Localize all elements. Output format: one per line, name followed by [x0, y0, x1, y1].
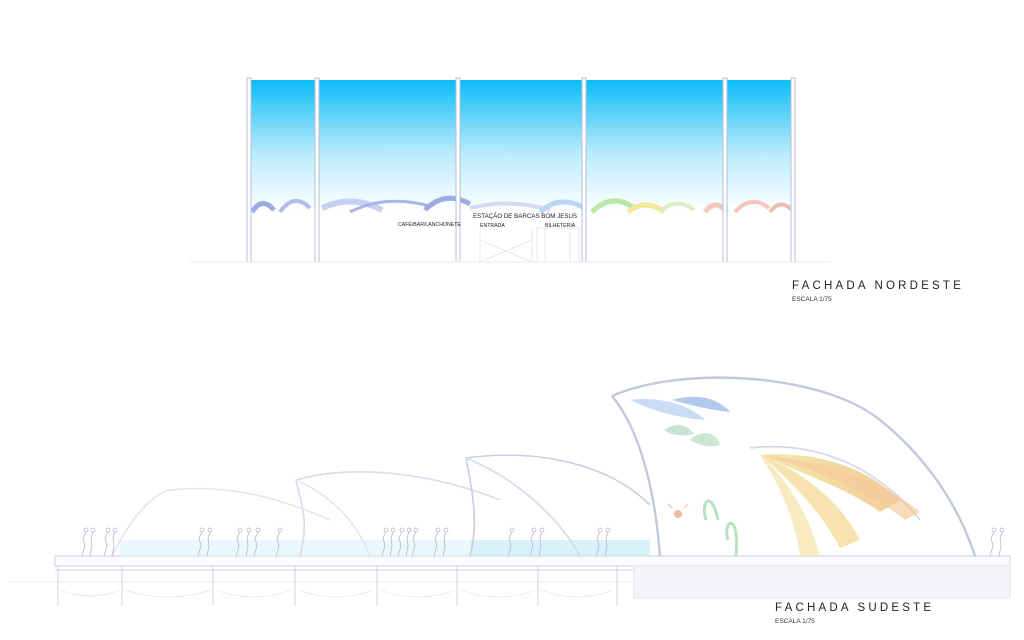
- pedestrian-group-5: [989, 527, 1005, 557]
- entrance-doors: [479, 227, 580, 263]
- ticket-office-label: BILHETERIA: [545, 223, 576, 229]
- glass-band: [120, 540, 650, 556]
- pier-pillars: [57, 566, 618, 606]
- pedestrians: [81, 527, 1005, 557]
- northeast-facade: [190, 77, 830, 263]
- pedestrian-group-4: [507, 527, 611, 557]
- northeast-facade-scale: ESCALA 1/75: [792, 296, 832, 303]
- pedestrian-group-2: [197, 527, 283, 557]
- shell-4-inner: [611, 395, 662, 557]
- southeast-facade-scale: ESCALA 1/75: [775, 618, 815, 625]
- pier-platform: [10, 555, 1011, 606]
- fan-leaf: [760, 454, 920, 556]
- mosaic-band: [249, 195, 794, 215]
- cafe-label: CAFÉ/BAR/LANCHONETE: [398, 222, 461, 228]
- shell-3-edge: [465, 457, 581, 557]
- station-name-sign: ESTAÇÃO DE BARCAS BOM JESUS: [473, 213, 578, 220]
- southeast-facade: [10, 376, 1011, 606]
- shell-2: [295, 471, 501, 557]
- shell-4: [611, 376, 977, 557]
- pedestrian-group-1: [81, 527, 118, 557]
- entrance-label: ENTRADA: [480, 223, 505, 229]
- glass-band-right: [470, 540, 650, 556]
- northeast-facade-title: FACHADA NORDESTE: [792, 280, 964, 292]
- glass-sky-panel: [250, 80, 794, 212]
- shell-1: [111, 487, 331, 557]
- shell-3: [465, 454, 651, 557]
- shell-2-edge: [295, 479, 371, 557]
- shell-mural: [630, 396, 739, 557]
- pedestrian-group-3: [381, 527, 449, 557]
- water-arcs: [59, 589, 614, 598]
- southeast-facade-title: FACHADA SUDESTE: [775, 602, 935, 614]
